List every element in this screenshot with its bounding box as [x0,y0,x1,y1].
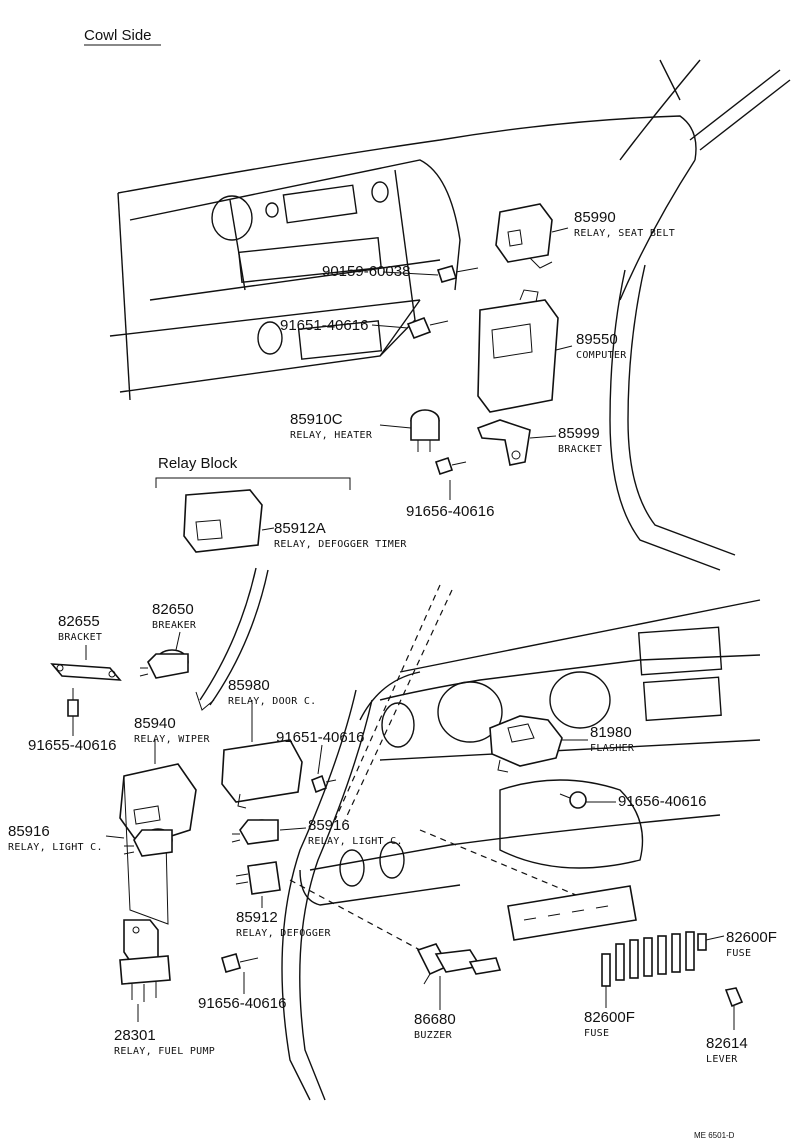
bolt-91656-upper [434,456,467,476]
label-90159-number: 90159-60038 [322,263,410,280]
leader-85916-left [105,835,125,839]
heading-cowl-side: Cowl Side [84,27,152,44]
label-85990-number: 85990 [574,209,616,226]
label-91651-lower-number: 91651-40616 [276,729,364,746]
lever-82614 [724,987,744,1030]
relay-light-left [123,828,173,857]
label-85940-name: RELAY, WIPER [134,734,211,745]
label-82614-number: 82614 [706,1035,748,1052]
footer-code: ME 6501-D [694,1131,735,1140]
bolt-91655 [67,688,79,717]
bracket-85999 [476,419,531,466]
label-86680-name: BUZZER [414,1030,453,1041]
relay-wiper-panel [123,775,169,925]
label-91651-upper-number: 91651-40616 [280,317,368,334]
leader-85910c [379,424,412,429]
bolt-90159 [436,265,479,283]
relay-door [221,739,303,809]
label-82600f-lower-name: FUSE [584,1028,609,1039]
relay-block-arrow-line-a [199,567,257,701]
bolt-91651-lower [311,774,337,794]
relay-seat-belt [495,203,553,269]
bolt-91651-upper [406,316,449,340]
label-82600f-lower-number: 82600F [584,1009,635,1026]
label-82655-number: 82655 [58,613,100,630]
relay-block-arrowhead [195,691,215,711]
label-28301-number: 28301 [114,1027,156,1044]
label-85999-number: 85999 [558,425,600,442]
label-91655-number: 91655-40616 [28,737,116,754]
label-82655-name: BRACKET [58,632,102,643]
label-82614-name: LEVER [706,1054,738,1065]
heading-relay-block: Relay Block [158,455,238,472]
label-85916-left-name: RELAY, LIGHT C. [8,842,103,853]
label-85910c-name: RELAY, HEATER [290,430,373,441]
label-28301-name: RELAY, FUEL PUMP [114,1046,215,1057]
label-81980-name: FLASHER [590,743,635,754]
label-91656-upper-number: 91656-40616 [406,503,494,520]
label-85980-name: RELAY, DOOR C. [228,696,317,707]
label-85912a-number: 85912A [274,520,326,537]
label-82600f-right-number: 82600F [726,929,777,946]
leader-85999 [529,435,557,439]
label-85990-name: RELAY, SEAT BELT [574,228,675,239]
label-85940-number: 85940 [134,715,176,732]
label-85912-name: RELAY, DEFOGGER [236,928,331,939]
leader-85990 [551,227,569,233]
relay-defogger [235,861,281,895]
relay-heater [410,409,440,452]
lower-dashboard-outline [281,584,761,1101]
label-85916-left-number: 85916 [8,823,50,840]
label-86680-number: 86680 [414,1011,456,1028]
label-85999-name: BRACKET [558,444,602,455]
relay-light-mid [231,819,279,845]
label-91656-lower-number: 91656-40616 [198,995,286,1012]
label-85912-number: 85912 [236,909,278,926]
flasher-unit [489,715,563,773]
relay-wiper [119,763,197,847]
relay-block-arrow-line-b [209,569,269,706]
bolt-91656-right [559,791,587,809]
label-91656-right-number: 91656-40616 [618,793,706,810]
label-81980-number: 81980 [590,724,632,741]
upper-dashboard-outline [109,59,791,571]
bolt-91656-lower [221,953,259,973]
leader-91651-lower [317,744,323,775]
fuse-block [507,885,637,941]
label-82650-number: 82650 [152,601,194,618]
label-85980-number: 85980 [228,677,270,694]
leader-82650 [175,631,181,651]
relay-defogger-timer [183,489,263,553]
buzzer-unit [416,943,502,985]
label-82650-name: BREAKER [152,620,197,631]
relay-fuel-pump [119,919,171,1002]
label-89550-number: 89550 [576,331,618,348]
breaker-82650 [139,649,189,679]
leader-82600f-right [705,935,725,941]
leader-90159 [382,271,439,276]
label-82600f-right-name: FUSE [726,948,751,959]
leader-89550 [555,345,573,351]
label-85916-mid-name: RELAY, LIGHT C. [308,836,403,847]
bracket-82655 [50,663,122,681]
label-85912a-name: RELAY, DEFOGGER TIMER [274,539,407,550]
relay-block-bracket-line [155,477,351,490]
fuse-row-right [601,931,707,987]
leader-85912a [261,527,275,531]
label-85910c-number: 85910C [290,411,343,428]
computer-unit [477,289,559,413]
label-89550-name: COMPUTER [576,350,627,361]
label-85916-mid-number: 85916 [308,817,350,834]
leader-91651-upper [371,324,409,329]
leader-85916-mid [279,827,307,831]
